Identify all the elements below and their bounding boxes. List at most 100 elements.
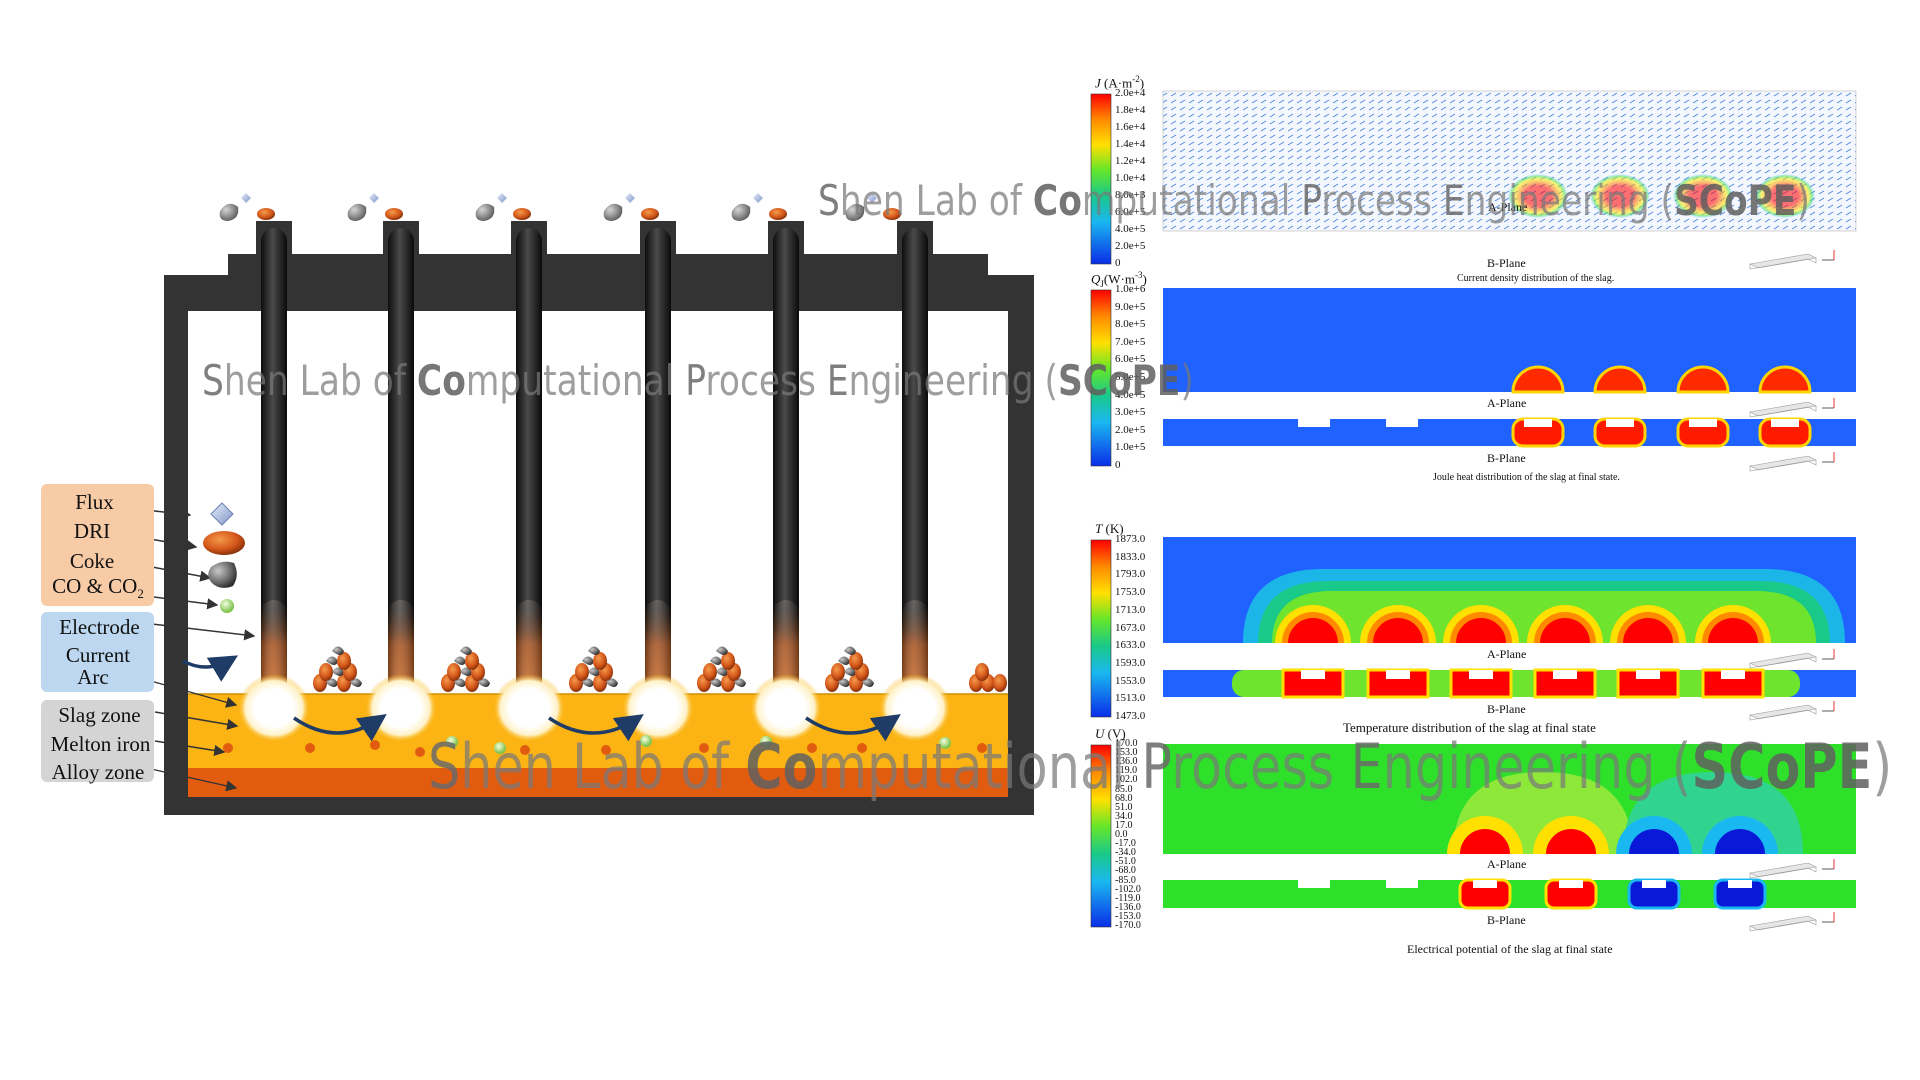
- panel-symbol: U: [1095, 726, 1105, 741]
- temp-notch: [1386, 670, 1410, 679]
- plane-label-b: B-Plane: [1487, 451, 1526, 465]
- colorbar-tick-label: 17.0: [1115, 819, 1133, 831]
- joule-notch: [1524, 419, 1552, 427]
- panel-unit-sup: -3: [1134, 270, 1143, 280]
- feed-dri: [641, 208, 659, 220]
- coke-lump: [478, 678, 490, 687]
- gas-bubble: [640, 735, 652, 747]
- colorbar-tick-label: 8.0e+5: [1115, 318, 1146, 331]
- coke-lump: [734, 678, 746, 687]
- electrode-rod: [261, 228, 287, 713]
- flux-crystal-icon: [210, 502, 234, 526]
- colorbar-tick-label: 34.0: [1115, 810, 1133, 822]
- coke-lump: [862, 678, 874, 687]
- arc-glow-group: [238, 674, 951, 742]
- colorbar-tick-label: 0.0: [1115, 829, 1128, 840]
- dri-pellet: [849, 652, 863, 670]
- colorbar-tick-label: 4.0e+5: [1115, 223, 1146, 235]
- colorbar-potential: [1090, 744, 1112, 928]
- colorbar-tick-label: 68.0: [1115, 792, 1133, 804]
- domain-glyph-edge: [1749, 258, 1817, 270]
- iron-droplet: [520, 745, 530, 755]
- electrode-rod: [388, 228, 414, 713]
- electrode-rod: [645, 228, 671, 713]
- colorbar-tick-label: 1.8e+4: [1115, 104, 1146, 116]
- colorbar-tick-label: 1753.0: [1115, 586, 1146, 599]
- dri-pellet: [993, 674, 1007, 692]
- colorbar-tick-label: 0: [1115, 257, 1121, 269]
- current-hotspot: [1755, 174, 1815, 218]
- colorbar-tick-label: -102.0: [1115, 883, 1141, 895]
- colorbar-tick-label: 85.0: [1115, 783, 1133, 795]
- coke-lump: [588, 646, 600, 655]
- plane-label-b: B-Plane: [1487, 913, 1526, 927]
- roof-stepped-rim: [228, 254, 988, 278]
- colorbar-tick-label: 1473.0: [1115, 710, 1146, 722]
- colorbar-tick-label: 51.0: [1115, 801, 1133, 813]
- feed-coke: [845, 203, 865, 221]
- feed-dri: [883, 208, 901, 220]
- alloy-zone-layer: [188, 768, 1008, 797]
- current-arrow: [548, 714, 644, 742]
- legend-flux-label: Flux: [75, 490, 114, 514]
- panel-caption: Joule heat distribution of the slag at f…: [1433, 472, 1620, 483]
- iron-droplet: [415, 747, 425, 757]
- coke-lump: [582, 656, 594, 665]
- coke-lump: [710, 678, 722, 687]
- colorbar-tick-label: -34.0: [1115, 847, 1136, 859]
- colorbar-tick-label: 1593.0: [1115, 656, 1146, 669]
- potential-notch: [1642, 880, 1666, 888]
- coke-lump: [606, 678, 618, 687]
- dri-pellet: [337, 652, 351, 670]
- temp-notch: [1636, 670, 1660, 679]
- current-hotspot: [1673, 174, 1733, 218]
- dri-pellet: [575, 663, 589, 681]
- gas-bubble: [760, 736, 772, 748]
- iron-droplet: [305, 743, 315, 753]
- furnace-floor: [164, 797, 1034, 815]
- gas-bubble: [939, 737, 951, 749]
- colorbar-tick-label: 1.6e+4: [1115, 121, 1146, 133]
- temp-core: [1288, 618, 1338, 643]
- temp-core: [1456, 618, 1506, 643]
- feed-flux: [497, 193, 507, 203]
- colorbar-tick-label: 3.0e+5: [1115, 406, 1146, 419]
- temp-notch: [1469, 670, 1493, 679]
- plane-label-a: A-Plane: [1487, 647, 1527, 661]
- colorbar-tick-label: -153.0: [1115, 910, 1141, 922]
- colorbar-tick-label: -68.0: [1115, 865, 1136, 877]
- current-arrow-group: [293, 714, 901, 742]
- colorbar-tick-label: 1833.0: [1115, 550, 1146, 563]
- colorbar-tick-label: 1673.0: [1115, 621, 1146, 634]
- feed-flux: [753, 193, 763, 203]
- feed-coke: [219, 203, 239, 221]
- colorbar-tick-label: 9.0e+5: [1115, 300, 1146, 313]
- coke-lump-icon: [208, 561, 237, 588]
- panel-unit-close: ): [1142, 271, 1147, 287]
- droplet-group: [223, 735, 987, 757]
- domain-glyph-edge: [1749, 406, 1817, 418]
- iron-droplet: [223, 743, 233, 753]
- slag-arrow: [154, 711, 239, 730]
- potential-core-pos: [1460, 829, 1510, 854]
- joule-hotspot-a: [1511, 365, 1565, 394]
- coke-lump: [454, 678, 466, 687]
- panel-symbol: J: [1095, 75, 1101, 91]
- coke-lump: [326, 678, 338, 687]
- domain-glyph-edge: [1749, 867, 1817, 879]
- feed-coke: [475, 203, 495, 221]
- vector-field-a: [1163, 91, 1856, 231]
- colorbar-tick-label: 0: [1115, 459, 1121, 471]
- legend-electrical-box: [41, 612, 154, 692]
- field-border: [1162, 90, 1857, 232]
- colorbar-tick-label: 136.0: [1115, 756, 1138, 768]
- temp-core: [1540, 618, 1590, 643]
- legend-materials-box: [41, 484, 154, 606]
- legend-arc-label: Arc: [77, 665, 109, 689]
- colorbar-tick-label: 119.0: [1115, 765, 1138, 777]
- iron-droplet: [601, 745, 611, 755]
- colorbar-tick-label: -119.0: [1115, 892, 1141, 904]
- current-arc-icon: [182, 655, 239, 682]
- temp-core: [1373, 618, 1423, 643]
